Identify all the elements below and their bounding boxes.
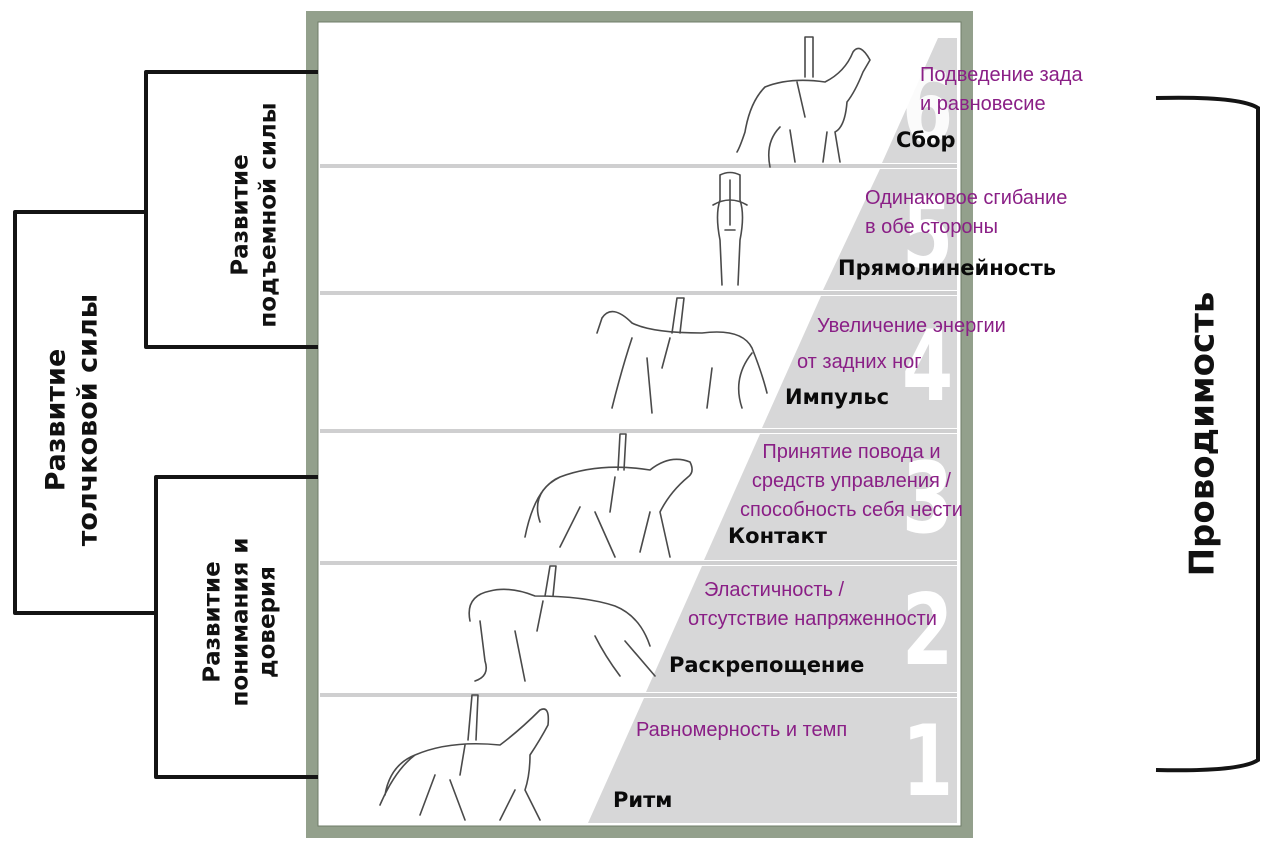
label-understanding-line-2: понимания и [227,537,254,707]
band-step-6 [882,38,957,163]
label-lifting-power-line-1: Развитие [227,154,254,276]
step-4-title: Импульс [785,385,890,409]
horse-rider-icon [468,565,656,682]
bracket-outer [13,210,156,615]
step-3-desc-line-3: способность себя нести [740,499,963,521]
horse-rider-icon [596,297,768,414]
horse-rider-icon [712,171,748,286]
step-2-description: Эластичность / отсутствие напряженности [688,576,937,634]
horse-rider-icon [524,433,693,558]
step-number-2: 2 [902,574,954,688]
label-lifting-power: Развитие подъемной силы [227,102,282,327]
label-understanding-line-1: Развитие [199,561,226,683]
step-number-3: 3 [902,442,954,556]
step-3-desc-line-1: Принятие повода и [762,441,941,463]
bracket-lower [154,475,318,779]
step-number-1: 1 [902,705,954,819]
step-3-description: Принятие повода и средств управления / с… [740,438,963,525]
step-2-desc-line-2: отсутствие напряженности [688,608,937,630]
step-5-description: Одинаковое сгибание в обе стороны [865,184,1067,242]
step-1-title: Ритм [613,788,673,812]
label-throughness: Проводимость [1182,291,1223,577]
band-step-5 [823,169,957,290]
horse-rider-illustrations [379,36,871,821]
step-number-4: 4 [902,310,954,424]
step-1-description: Равномерность и темп [636,716,847,745]
bracket-right [1155,95,1260,773]
left-brackets [13,70,318,779]
step-5-desc-line-2: в обе стороны [865,216,998,238]
step-number-6: 6 [902,52,954,166]
step-6-description: Подведение зада и равновесие [920,61,1083,119]
step-4-description: Увеличение энергии от задних ног [797,312,1006,377]
horse-rider-icon [379,694,550,821]
horse-rider-icon [736,36,871,168]
label-pushing-power-line-1: Развитие [40,348,72,492]
band-step-1 [588,698,957,823]
step-1-desc-line-1: Равномерность и темп [636,719,848,741]
label-pushing-power-line-2: толчковой силы [73,293,104,547]
step-5-title: Прямолинейность [838,256,1057,280]
step-6-desc-line-2: и равновесие [920,93,1046,115]
step-3-desc-line-2: средств управления / [751,470,951,492]
step-6-desc-line-1: Подведение зада [920,64,1083,86]
step-2-title: Раскрепощение [669,653,865,677]
step-number-5: 5 [902,177,954,291]
label-pushing-power: Развитие толчковой силы [41,294,106,546]
level-separators [320,164,957,697]
step-6-title: Сбор [896,128,956,152]
step-4-desc-line-2: от задних ног [797,351,922,373]
step-3-title: Контакт [728,524,827,548]
band-step-4 [762,296,957,428]
step-4-desc-line-1: Увеличение энергии [817,315,1006,337]
step-2-desc-line-1: Эластичность / [704,579,845,601]
label-understanding-line-3: доверия [254,566,281,678]
label-understanding-trust: Развитие понимания и доверия [200,538,283,707]
band-step-2 [646,566,957,692]
label-lifting-power-line-2: подъемной силы [255,102,281,328]
bracket-upper [144,70,318,349]
band-step-3 [704,434,957,560]
step-5-desc-line-1: Одинаковое сгибание [865,187,1068,209]
